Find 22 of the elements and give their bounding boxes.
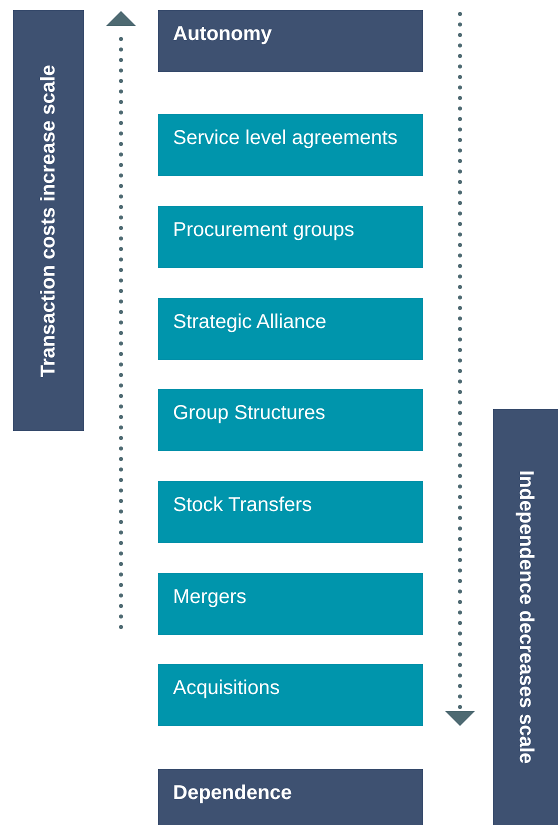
box-label: Service level agreements	[173, 127, 398, 150]
box-label: Acquisitions	[173, 677, 280, 700]
item-box	[158, 573, 423, 635]
box-label: Mergers	[173, 586, 246, 609]
box-label: Stock Transfers	[173, 494, 312, 517]
scale-label: Independence decreases scale	[514, 470, 537, 764]
box-label: Strategic Alliance	[173, 311, 326, 334]
item-box	[158, 206, 423, 268]
scale-bar	[13, 10, 84, 431]
box-label: Autonomy	[173, 23, 272, 46]
item-box	[158, 389, 423, 451]
item-box	[158, 481, 423, 543]
item-box	[158, 664, 423, 726]
heading-box	[158, 769, 423, 825]
heading-box	[158, 10, 423, 72]
box-label: Procurement groups	[173, 219, 354, 242]
box-label: Dependence	[173, 782, 292, 805]
box-label: Group Structures	[173, 402, 326, 425]
scale-label: Transaction costs increase scale	[37, 64, 60, 377]
scale-bar	[493, 409, 558, 825]
item-box	[158, 298, 423, 360]
item-box	[158, 114, 423, 176]
